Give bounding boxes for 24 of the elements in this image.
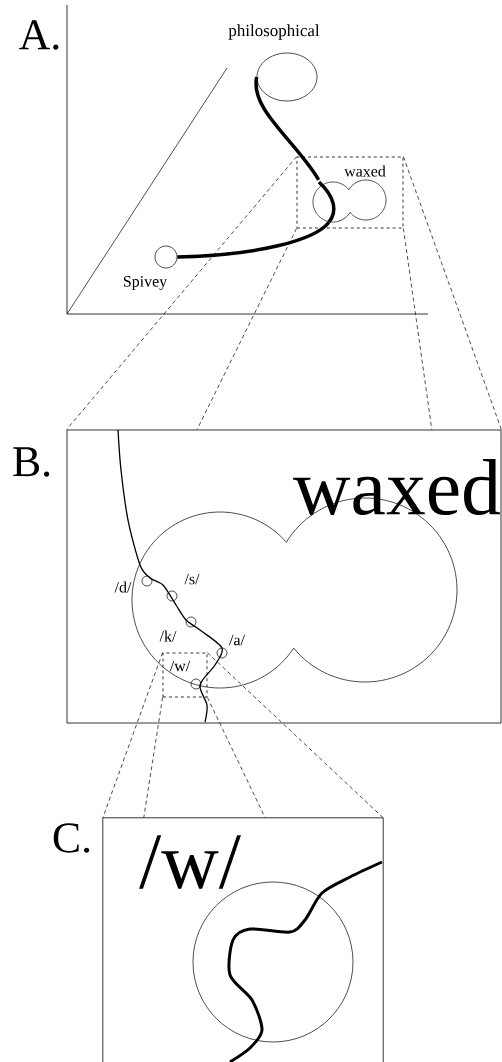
word-label: Spivey [123,276,168,290]
word-label: waxed [344,165,386,177]
zoom-line [403,156,502,430]
trajectory-curve [177,221,331,259]
zoom-line [66,156,297,430]
panel-letter: A. [19,20,59,50]
zoom-line [207,697,266,819]
zoom-line [196,228,297,430]
panel-heading: /w/ [139,835,241,889]
word-label: /a/ [229,634,245,646]
zoom-line [403,228,433,430]
word-label: /s/ [184,573,200,585]
word-label: /k/ [159,630,177,642]
word-label: /d/ [114,581,132,593]
zoom-line [207,652,384,819]
word-label: philosophical [228,24,320,40]
zoom-box [296,156,404,229]
trajectory-curve [254,76,321,181]
panel-letter: B. [13,447,50,477]
word-label: /w/ [169,660,191,672]
zoom-line [143,697,163,819]
panel-letter: C. [53,823,90,853]
zoom-box [162,652,208,698]
panel-heading: waxed [293,458,501,516]
